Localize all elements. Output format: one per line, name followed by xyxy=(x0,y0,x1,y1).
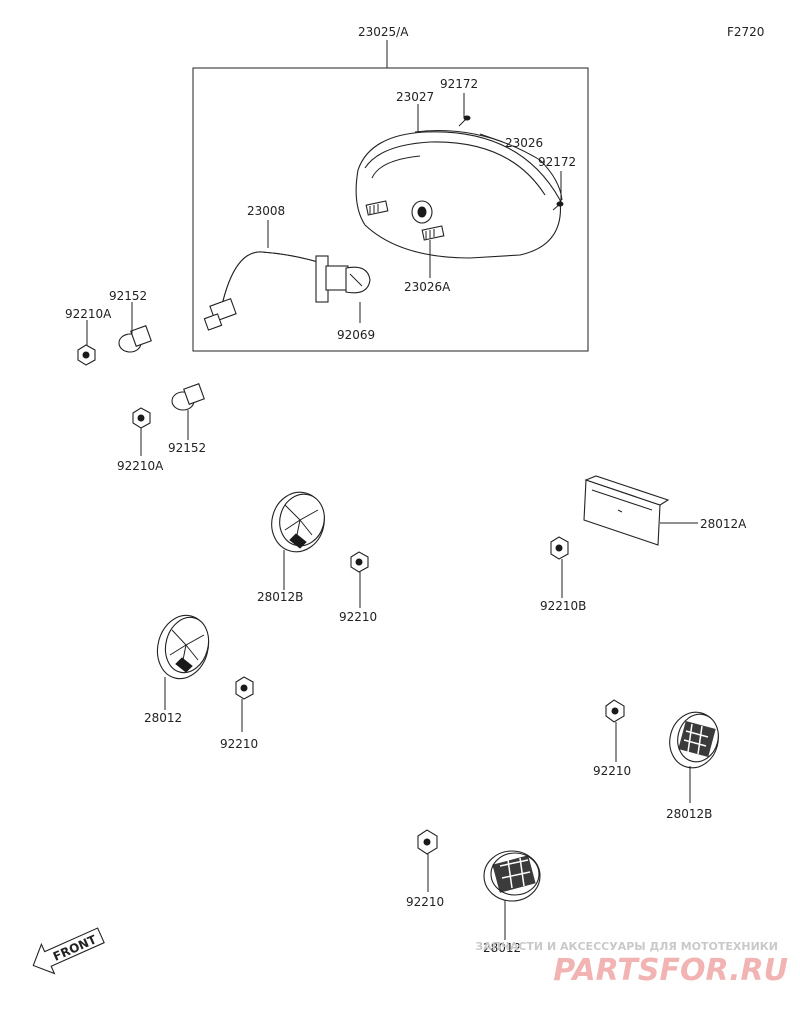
label-92069[interactable]: 92069 xyxy=(337,328,375,342)
label-28012-2[interactable]: 28012 xyxy=(483,941,521,955)
reflector-plate[interactable] xyxy=(583,475,670,546)
nut-r3[interactable] xyxy=(417,829,438,855)
nut-2[interactable] xyxy=(132,407,151,429)
reflector-left[interactable] xyxy=(151,610,216,685)
nut-plate[interactable] xyxy=(550,536,569,560)
label-23025A[interactable]: 23025/A xyxy=(358,25,409,39)
tail-light-housing[interactable] xyxy=(355,130,563,259)
bulb[interactable] xyxy=(345,266,371,294)
label-92210A-1[interactable]: 92210A xyxy=(65,307,112,321)
assembly-frame xyxy=(192,40,589,352)
screw-side[interactable] xyxy=(552,201,564,211)
front-arrow-icon: FRONT xyxy=(32,927,105,975)
nut-1[interactable] xyxy=(77,344,96,366)
label-92210-3[interactable]: 92210 xyxy=(593,764,631,778)
label-92152-1[interactable]: 92152 xyxy=(109,289,147,303)
reflector-b-lower[interactable] xyxy=(664,707,725,774)
label-92210-2[interactable]: 92210 xyxy=(220,737,258,751)
label-92210-1[interactable]: 92210 xyxy=(339,610,377,624)
label-92172-side[interactable]: 92172 xyxy=(538,155,576,169)
washer-1[interactable] xyxy=(118,325,152,353)
watermark-brand: PARTSFOR.RU xyxy=(553,953,788,988)
label-28012B-1[interactable]: 28012B xyxy=(257,590,303,604)
stud-lower[interactable] xyxy=(421,225,445,241)
label-28012-1[interactable]: 28012 xyxy=(144,711,182,725)
nut-r1[interactable] xyxy=(235,676,254,700)
label-92172-top[interactable]: 92172 xyxy=(440,77,478,91)
diagram-code: F2720 xyxy=(727,25,764,39)
label-92210B[interactable]: 92210B xyxy=(540,599,586,613)
nut-b1[interactable] xyxy=(350,551,369,573)
nut-r2[interactable] xyxy=(605,699,625,723)
label-23027[interactable]: 23027 xyxy=(396,90,434,104)
front-label: FRONT xyxy=(51,932,99,964)
label-92210A-2[interactable]: 92210A xyxy=(117,459,164,473)
watermark-tagline: ЗАПЧАСТИ И АКСЕССУАРЫ ДЛЯ МОТОТЕХНИКИ xyxy=(475,940,778,953)
reflector-lower[interactable] xyxy=(483,850,541,902)
reflector-b-upper[interactable] xyxy=(265,486,331,557)
socket-wire-harness[interactable] xyxy=(203,251,349,331)
label-23026A[interactable]: 23026A xyxy=(404,280,451,294)
stud-upper[interactable] xyxy=(365,200,389,216)
label-28012A[interactable]: 28012A xyxy=(700,517,747,531)
washer-2[interactable] xyxy=(171,383,205,411)
label-23026[interactable]: 23026 xyxy=(505,136,543,150)
label-28012B-2[interactable]: 28012B xyxy=(666,807,712,821)
label-92152-2[interactable]: 92152 xyxy=(168,441,206,455)
label-92210-4[interactable]: 92210 xyxy=(406,895,444,909)
label-23008[interactable]: 23008 xyxy=(247,204,285,218)
